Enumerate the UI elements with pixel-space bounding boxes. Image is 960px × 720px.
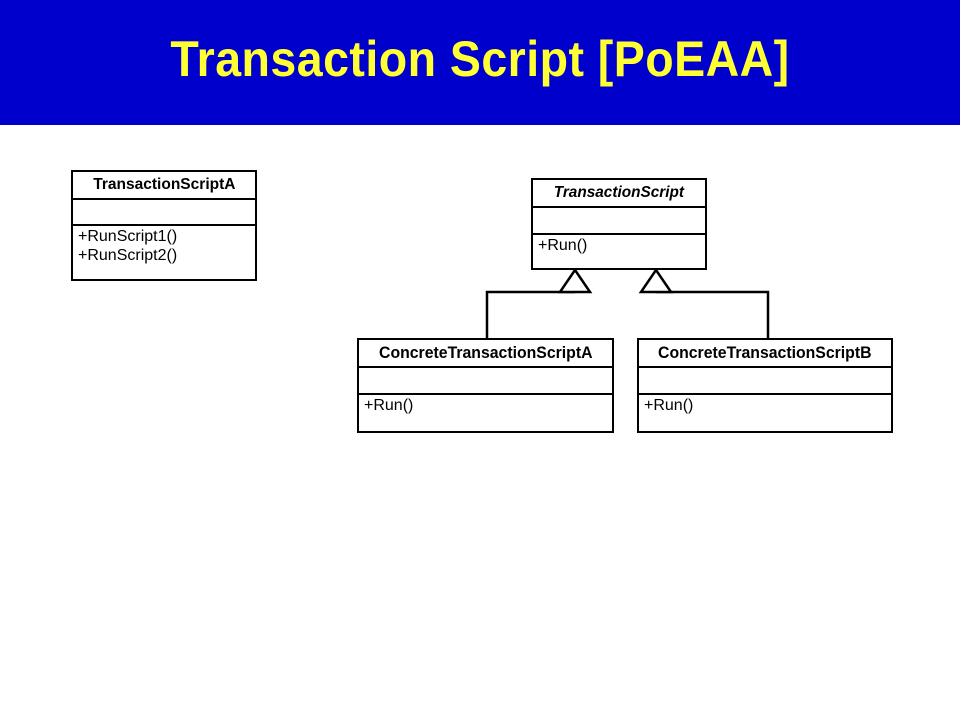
class-name-label: ConcreteTransactionScriptA xyxy=(378,343,593,362)
uml-class-transaction-script-a[interactable]: TransactionScriptA +RunScript1() +RunScr… xyxy=(71,170,257,281)
title-banner: Transaction Script [PoEAA] xyxy=(0,0,960,125)
class-operation: +RunScript2() xyxy=(78,247,178,264)
class-attributes-compartment xyxy=(73,200,255,226)
class-operation: +Run() xyxy=(364,397,414,414)
class-name-compartment: TransactionScriptA xyxy=(73,172,255,200)
class-operations-compartment: +Run() xyxy=(639,395,891,431)
generalization-line-concrete-a xyxy=(485,290,575,338)
class-name-label: ConcreteTransactionScriptB xyxy=(658,343,872,362)
class-operations-compartment: +RunScript1() +RunScript2() xyxy=(73,226,255,279)
uml-class-concrete-transaction-script-b[interactable]: ConcreteTransactionScriptB +Run() xyxy=(637,338,893,433)
uml-class-concrete-transaction-script-a[interactable]: ConcreteTransactionScriptA +Run() xyxy=(357,338,614,433)
page-title: Transaction Script [PoEAA] xyxy=(170,31,790,87)
generalization-line-concrete-b xyxy=(656,290,770,338)
class-name-compartment: TransactionScript xyxy=(533,180,705,208)
generalization-triangle-right xyxy=(638,267,674,294)
class-operations-compartment: +Run() xyxy=(359,395,612,431)
class-operations-compartment: +Run() xyxy=(533,235,705,268)
class-operation: +Run() xyxy=(644,397,694,414)
class-attributes-compartment xyxy=(359,368,612,395)
class-name-label: TransactionScript xyxy=(553,184,685,201)
class-operation: +Run() xyxy=(538,237,588,254)
class-operation: +RunScript1() xyxy=(78,228,178,245)
class-name-compartment: ConcreteTransactionScriptA xyxy=(359,340,612,368)
class-attributes-compartment xyxy=(533,208,705,235)
uml-class-transaction-script[interactable]: TransactionScript +Run() xyxy=(531,178,707,270)
generalization-triangle-left xyxy=(557,267,593,294)
class-attributes-compartment xyxy=(639,368,891,395)
class-name-compartment: ConcreteTransactionScriptB xyxy=(639,340,891,368)
class-name-label: TransactionScriptA xyxy=(92,176,236,193)
